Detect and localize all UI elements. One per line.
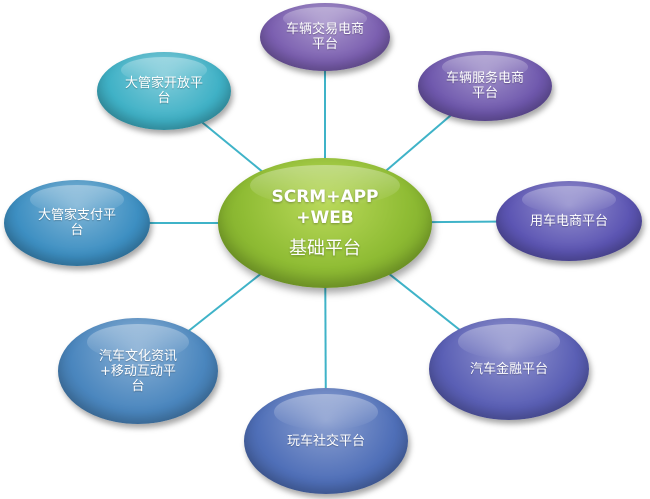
center-subtitle: 基础平台 <box>289 238 361 259</box>
node-butler-payment: 大管家支付平 台 <box>4 180 150 266</box>
node-label: 大管家支付平 台 <box>37 208 116 238</box>
node-label: 玩车社交平台 <box>286 433 365 449</box>
center-title: SCRM+APP +WEB <box>271 187 379 228</box>
node-car-use-ecommerce: 用车电商平台 <box>496 181 642 261</box>
node-label: 汽车金融平台 <box>469 361 548 377</box>
node-label: 汽车文化资讯 +移动互动平 台 <box>98 348 177 394</box>
node-car-social: 玩车社交平台 <box>244 388 408 494</box>
node-auto-finance: 汽车金融平台 <box>429 318 589 420</box>
node-vehicle-service-ecommerce: 车辆服务电商 平台 <box>418 51 552 121</box>
node-butler-open: 大管家开放平 台 <box>97 52 231 130</box>
node-auto-culture-news: 汽车文化资讯 +移动互动平 台 <box>58 318 218 424</box>
node-label: 车辆服务电商 平台 <box>445 71 524 101</box>
node-label: 用车电商平台 <box>529 213 608 229</box>
node-label: 车辆交易电商 平台 <box>285 22 364 52</box>
center-node: SCRM+APP +WEB 基础平台 <box>218 158 432 288</box>
node-vehicle-trading-ecommerce: 车辆交易电商 平台 <box>260 3 390 71</box>
node-label: 大管家开放平 台 <box>124 76 203 106</box>
